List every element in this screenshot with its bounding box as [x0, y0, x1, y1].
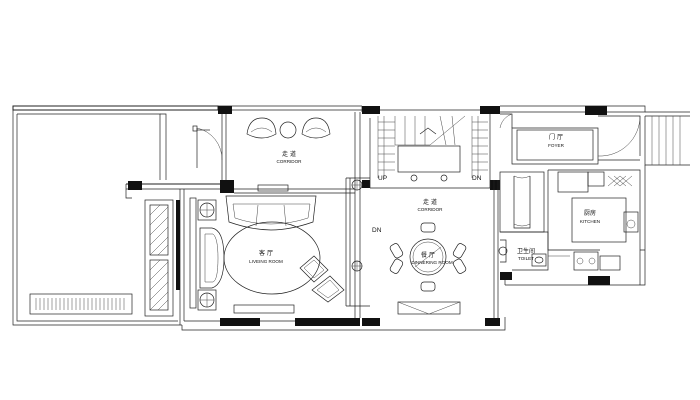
side-table-top [279, 121, 297, 139]
toilet-room [498, 231, 549, 271]
armchair-living-2 [311, 275, 345, 303]
armchair-right-top [301, 117, 331, 139]
kitchen-label-cn: 厨房 [584, 209, 596, 217]
sideboard [397, 301, 461, 315]
stair-down-label: DN [472, 175, 482, 182]
kitchen-label-en: KITCHEN [580, 219, 600, 224]
foyer-label-cn: 门 厅 [549, 133, 563, 141]
wall-shelf [189, 197, 197, 309]
corridor-top-area: 走 道 CORRIDOR [192, 117, 331, 192]
foyer [499, 113, 641, 165]
stair-landing-table [397, 145, 461, 173]
foyer-label-en: FOYER [548, 143, 565, 148]
terrace-area [17, 113, 167, 315]
wardrobe [499, 171, 545, 233]
lamp-table-bottom-left [197, 289, 217, 311]
sconce-lights [351, 179, 363, 272]
toilet-label-en: TOILET [518, 256, 534, 261]
corridor-top-label-en: CORRIDOR [276, 159, 302, 164]
outer-walls [12, 105, 690, 331]
exterior-steps [644, 116, 690, 166]
stove [573, 251, 599, 271]
corridor-mid-label-cn: 走 道 [423, 198, 437, 206]
dining-table-set [389, 222, 467, 292]
living-room-walls [125, 110, 361, 325]
console-table [257, 184, 289, 192]
step-down-label: DN [372, 227, 382, 234]
rug [223, 221, 321, 295]
corridor-mid-label-en: CORRIDOR [417, 207, 443, 212]
living-room-label-en: LIVEING ROOM [249, 259, 283, 264]
armchair-left-top [246, 117, 277, 139]
structural-columns [176, 106, 610, 326]
sofa-main [225, 195, 317, 231]
toilet-label-cn: 卫生间 [517, 247, 535, 255]
dining-room-label-en: DINNERING ROOM [411, 260, 453, 265]
right-exterior-wall [504, 165, 646, 285]
living-room-label-cn: 客 厅 [259, 249, 273, 257]
sink [623, 211, 639, 233]
stair-up-label: UP [378, 175, 387, 182]
lamp-table-top-left [197, 199, 217, 221]
tv-cabinet [144, 199, 174, 317]
sofa-side [199, 227, 225, 289]
living-room: 客 厅 LIVEING ROOM [144, 195, 345, 317]
dining-room-label-cn: 餐 厅 [421, 251, 435, 259]
coffee-table [233, 304, 295, 314]
armchair-living-1 [299, 255, 329, 283]
corridor-top-label-cn: 走 道 [282, 150, 296, 158]
staircase [377, 115, 488, 182]
mid-column-walls [345, 114, 499, 318]
